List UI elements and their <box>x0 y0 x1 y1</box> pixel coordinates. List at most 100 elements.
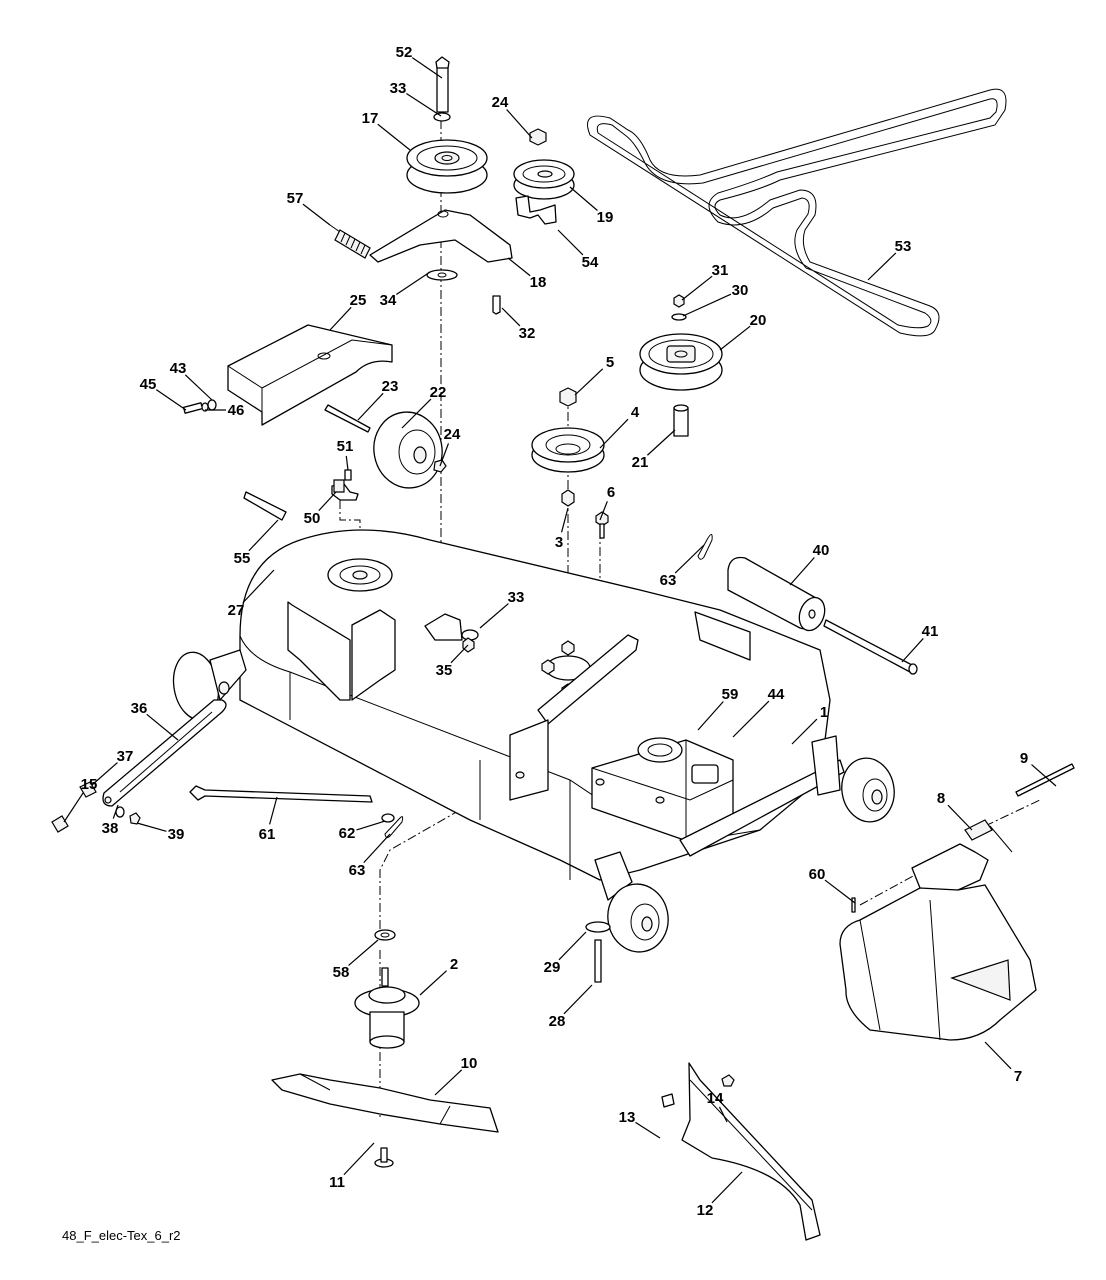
callout-number[interactable]: 62 <box>339 825 356 842</box>
callout-12-deflector[interactable]: 12 <box>697 1171 743 1219</box>
drive-pulley-4[interactable] <box>531 387 609 539</box>
callout-number[interactable]: 2 <box>450 956 458 973</box>
callout-41-roller-axle[interactable]: 41 <box>901 623 939 663</box>
callout-11-blade-bolt[interactable]: 11 <box>329 1142 375 1191</box>
callout-31-nut[interactable]: 31 <box>681 262 729 301</box>
callout-52-bolt[interactable]: 52 <box>396 44 443 79</box>
drive-belt[interactable] <box>587 88 1007 337</box>
roller-40[interactable] <box>727 556 918 675</box>
callout-number[interactable]: 14 <box>707 1090 724 1107</box>
callout-43-washer[interactable]: 43 <box>170 360 213 401</box>
callout-22-gauge-wheel[interactable]: 22 <box>401 384 446 429</box>
callout-number[interactable]: 18 <box>530 274 547 291</box>
callout-4-drive-pulley[interactable]: 4 <box>599 404 640 449</box>
anti-scalp-50[interactable] <box>243 469 359 521</box>
callout-number[interactable]: 17 <box>362 110 379 127</box>
callout-number[interactable]: 59 <box>722 686 739 703</box>
callout-number[interactable]: 46 <box>228 402 245 419</box>
deck-lift-arm-36[interactable] <box>51 699 227 833</box>
callout-29-washer[interactable]: 29 <box>544 931 587 976</box>
callout-38-washer[interactable]: 38 <box>102 804 119 837</box>
callout-number[interactable]: 20 <box>750 312 767 329</box>
callout-37-bolt[interactable]: 37 <box>91 748 133 786</box>
callout-number[interactable]: 29 <box>544 959 561 976</box>
callout-9-pin[interactable]: 9 <box>1020 750 1057 787</box>
callout-40-roller[interactable]: 40 <box>789 542 830 586</box>
belt-cover-25[interactable] <box>227 324 393 426</box>
callout-number[interactable]: 19 <box>597 209 614 226</box>
callout-57-spring[interactable]: 57 <box>287 190 331 226</box>
callout-34-washer[interactable]: 34 <box>380 271 431 309</box>
callout-27-bolt[interactable]: 27 <box>228 569 275 619</box>
callout-35-nut[interactable]: 35 <box>436 644 469 679</box>
callout-number[interactable]: 7 <box>1014 1068 1022 1085</box>
callout-number[interactable]: 28 <box>549 1013 566 1030</box>
callout-number[interactable]: 31 <box>712 262 729 279</box>
idler-pulley-20[interactable] <box>639 294 723 437</box>
hardware-45-46-43[interactable] <box>182 399 217 414</box>
callout-2-spindle-assembly[interactable]: 2 <box>419 956 458 996</box>
callout-33-washer[interactable]: 33 <box>390 80 442 117</box>
callout-number[interactable]: 33 <box>390 80 407 97</box>
callout-1-deck-housing[interactable]: 1 <box>791 704 828 745</box>
callout-21-spacer[interactable]: 21 <box>632 429 676 471</box>
callout-number[interactable]: 10 <box>461 1055 478 1072</box>
callout-number[interactable]: 39 <box>168 826 185 843</box>
callout-45-bolt[interactable]: 45 <box>140 376 187 411</box>
callout-59-pulley-cover[interactable]: 59 <box>697 686 739 731</box>
callout-44-cover[interactable]: 44 <box>732 686 785 738</box>
callout-number[interactable]: 55 <box>234 550 251 567</box>
callout-13-bolt[interactable]: 13 <box>619 1109 661 1139</box>
callout-number[interactable]: 25 <box>350 292 367 309</box>
callout-28-bolt[interactable]: 28 <box>549 984 593 1030</box>
callout-number[interactable]: 60 <box>809 866 826 883</box>
callout-number[interactable]: 43 <box>170 360 187 377</box>
callout-number[interactable]: 52 <box>396 44 413 61</box>
callout-7-discharge-chute[interactable]: 7 <box>984 1041 1022 1085</box>
callout-number[interactable]: 40 <box>813 542 830 559</box>
callout-58-bearing[interactable]: 58 <box>333 939 379 981</box>
callout-39-nut[interactable]: 39 <box>136 822 185 843</box>
callout-18-idler-arm[interactable]: 18 <box>507 257 547 291</box>
callout-3-nut[interactable]: 3 <box>555 507 569 551</box>
deflector-12[interactable] <box>661 1062 821 1241</box>
callout-number[interactable]: 13 <box>619 1109 636 1126</box>
callout-number[interactable]: 9 <box>1020 750 1028 767</box>
callout-number[interactable]: 51 <box>337 438 354 455</box>
callout-50-anti-scalp[interactable]: 50 <box>304 491 337 527</box>
link-rod-61[interactable] <box>189 785 395 823</box>
callout-46-lock-washer[interactable]: 46 <box>205 402 244 419</box>
callout-number[interactable]: 24 <box>492 94 509 111</box>
callout-24-nut[interactable]: 24 <box>492 94 533 139</box>
callout-number[interactable]: 27 <box>228 602 245 619</box>
callout-number[interactable]: 23 <box>382 378 399 395</box>
callout-number[interactable]: 53 <box>895 238 912 255</box>
hairpin-clip-63[interactable] <box>384 534 713 839</box>
callout-number[interactable]: 45 <box>140 376 157 393</box>
callout-5-nut[interactable]: 5 <box>574 354 614 396</box>
callout-63-hairpin-clip[interactable]: 63 <box>660 544 705 589</box>
callout-55-pin[interactable]: 55 <box>234 519 279 567</box>
callout-number[interactable]: 5 <box>606 354 614 371</box>
callout-6-bolt[interactable]: 6 <box>599 484 615 521</box>
deck-housing-1[interactable] <box>168 529 899 983</box>
callout-number[interactable]: 21 <box>632 454 649 471</box>
callout-30-washer[interactable]: 30 <box>682 282 749 317</box>
callout-number[interactable]: 44 <box>768 686 785 703</box>
idler-arm-18[interactable] <box>329 209 513 315</box>
callout-61-link-rod[interactable]: 61 <box>259 796 278 843</box>
callout-number[interactable]: 35 <box>436 662 453 679</box>
callout-number[interactable]: 24 <box>444 426 461 443</box>
callout-number[interactable]: 12 <box>697 1202 714 1219</box>
callout-10-blade[interactable]: 10 <box>434 1055 478 1096</box>
discharge-chute-7[interactable] <box>839 763 1075 1041</box>
blade-10[interactable] <box>271 1073 499 1168</box>
callout-63-hairpin-clip[interactable]: 63 <box>349 833 391 879</box>
callout-number[interactable]: 41 <box>922 623 939 640</box>
callout-8-spring[interactable]: 8 <box>937 790 973 831</box>
callout-19-idler-pulley-v[interactable]: 19 <box>569 186 614 226</box>
callout-14-nut[interactable]: 14 <box>707 1090 728 1123</box>
callout-number[interactable]: 30 <box>732 282 749 299</box>
callout-number[interactable]: 63 <box>660 572 677 589</box>
callout-54-belt-keeper[interactable]: 54 <box>557 229 599 271</box>
